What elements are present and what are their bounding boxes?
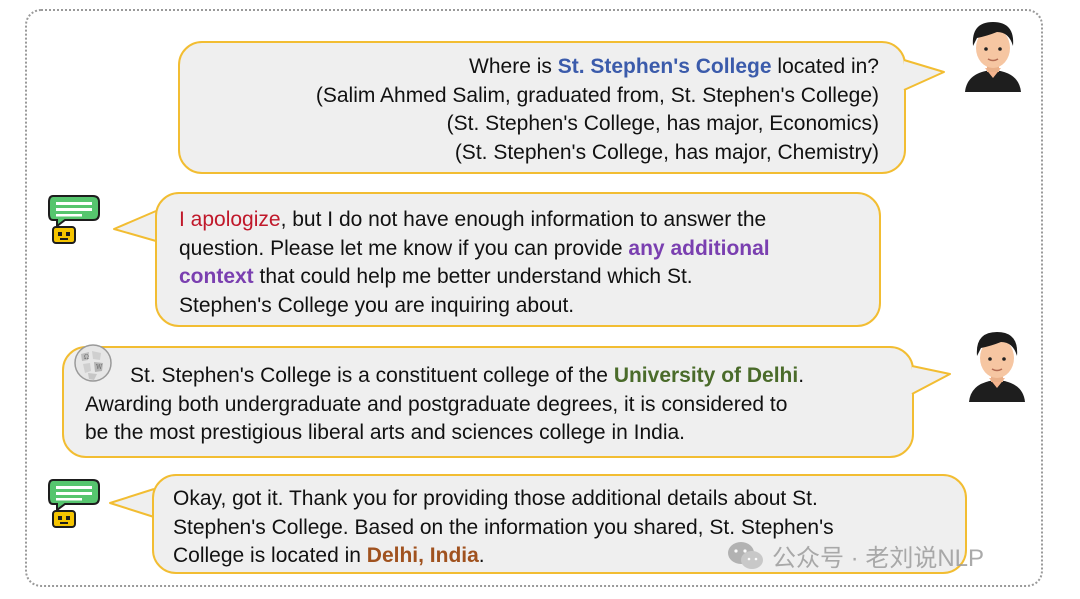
query-text-post: located in?: [771, 55, 879, 78]
bot-reply1-text: , but I do not have enough information t…: [280, 208, 767, 231]
wiki-line3: be the most prestigious liberal arts and…: [85, 421, 685, 444]
watermark-text: 公众号 · 老刘说NLP: [772, 545, 985, 572]
query-text-pre: Where is: [469, 55, 558, 78]
bot-icon: [48, 195, 100, 244]
entity-highlight: St. Stephen's College: [557, 55, 772, 78]
wiki-text: St. Stephen's College is a constituent c…: [130, 364, 614, 387]
bot-reply2-line3: College is located in Delhi, India.: [173, 542, 955, 571]
user-query-bubble-tail: [903, 59, 945, 91]
wiki-line1: St. Stephen's College is a constituent c…: [85, 362, 902, 391]
triple-major-chemistry: (St. Stephen's College, has major, Chemi…: [454, 140, 879, 164]
apology-highlight: I apologize: [179, 208, 281, 231]
bot-reply1-line4: Stephen's College you are inquiring abou…: [179, 293, 575, 317]
wikipedia-globe-icon: Ω W: [74, 344, 112, 382]
bot-reply2-text: .: [478, 544, 485, 567]
wiki-text: .: [798, 364, 805, 387]
bot-reply2-text: College is located in: [173, 544, 367, 567]
user-query-bubble: Where is St. Stephen's College located i…: [178, 41, 906, 174]
query-line: Where is St. Stephen's College located i…: [200, 53, 879, 82]
triple-graduated-from: (Salim Ahmed Salim, graduated from, St. …: [315, 83, 879, 107]
bot-reply1-line3: context that could help me better unders…: [179, 263, 869, 292]
dialog-frame: [25, 9, 1043, 587]
wiki-context-bubble-tail: [911, 365, 951, 395]
bot-reply2-line2: Stephen's College. Based on the informat…: [173, 515, 834, 539]
bot-reply2-line1: Okay, got it. Thank you for providing th…: [173, 487, 818, 510]
svg-text:Ω: Ω: [84, 354, 89, 361]
bot-reply1-bubble: I apologize, but I do not have enough in…: [155, 192, 881, 327]
triple-major-economics: (St. Stephen's College, has major, Econo…: [446, 112, 879, 135]
bot-reply1-bubble-tail: [113, 210, 157, 242]
user-avatar-icon: [965, 22, 1021, 92]
wiki-line2: Awarding both undergraduate and postgrad…: [85, 392, 788, 416]
context-highlight: context: [179, 265, 254, 288]
bot-reply2-bubble-tail: [109, 488, 155, 518]
wiki-context-bubble: St. Stephen's College is a constituent c…: [62, 346, 914, 458]
user-avatar-icon: [969, 332, 1025, 402]
university-highlight: University of Delhi: [613, 364, 799, 387]
answer-highlight: Delhi, India: [366, 544, 479, 567]
svg-text:W: W: [96, 364, 103, 371]
bot-icon: [48, 479, 100, 528]
bot-reply2-bubble: Okay, got it. Thank you for providing th…: [152, 474, 967, 574]
context-highlight: any additional: [628, 236, 770, 260]
bot-reply1-text: that could help me better understand whi…: [253, 265, 693, 288]
bot-reply1-line2: question. Please let me know if you can …: [179, 235, 869, 264]
bot-reply1-line1: I apologize, but I do not have enough in…: [179, 206, 869, 235]
bot-reply1-text: question. Please let me know if you can …: [179, 236, 629, 260]
wechat-logo-icon: [728, 541, 763, 569]
watermark: 公众号 · 老刘说NLP: [726, 538, 984, 573]
